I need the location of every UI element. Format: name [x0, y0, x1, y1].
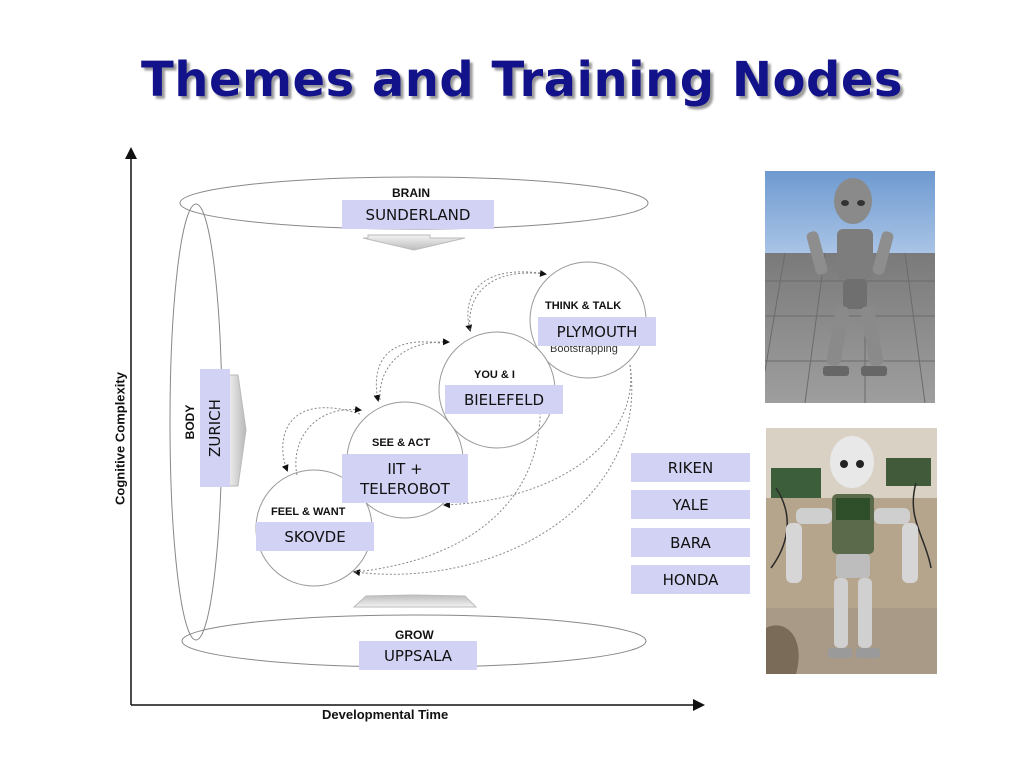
- theme-brain: BRAIN: [392, 186, 430, 200]
- theme-see-act: SEE & ACT: [372, 437, 431, 449]
- grow-up-arrow: [352, 594, 478, 608]
- loop-arrows: [281, 269, 633, 577]
- node-uppsala: UPPSALA: [359, 641, 477, 670]
- node-plymouth: PLYMOUTH: [538, 317, 656, 346]
- node-bielefeld: BIELEFELD: [445, 385, 563, 414]
- partner-riken: RIKEN: [631, 453, 750, 482]
- node-iit-telerobot: IIT + TELEROBOT: [342, 454, 468, 503]
- node-skovde: SKOVDE: [256, 522, 374, 551]
- photo-simulated-robot: [765, 171, 935, 403]
- theme-body: BODY: [183, 404, 197, 440]
- page-title: Themes and Training Nodes: [141, 52, 903, 108]
- theme-you-i: YOU & I: [474, 369, 515, 381]
- theme-think-talk: THINK & TALK: [545, 300, 622, 312]
- theme-feel-want: FEEL & WANT: [271, 506, 346, 518]
- photo-lab-robot: [766, 428, 937, 674]
- theme-think-talk-subtitle: Bootstrapping: [550, 343, 618, 355]
- node-zurich: ZURICH: [200, 369, 230, 487]
- node-iit-line1: IIT +: [387, 459, 423, 478]
- theme-grow: GROW: [395, 628, 434, 642]
- node-sunderland: SUNDERLAND: [342, 200, 494, 229]
- brain-ellipse: [179, 176, 649, 230]
- body-right-arrow: [227, 374, 247, 487]
- partner-honda: HONDA: [631, 565, 750, 594]
- node-iit-line2: TELEROBOT: [360, 479, 450, 498]
- node-zurich-label: ZURICH: [206, 399, 224, 457]
- brain-down-arrow: [362, 234, 466, 251]
- partner-bara: BARA: [631, 528, 750, 557]
- x-axis-label: Developmental Time: [322, 707, 449, 722]
- y-axis-label: Cognitive Complexity: [112, 372, 128, 505]
- partner-yale: YALE: [631, 490, 750, 519]
